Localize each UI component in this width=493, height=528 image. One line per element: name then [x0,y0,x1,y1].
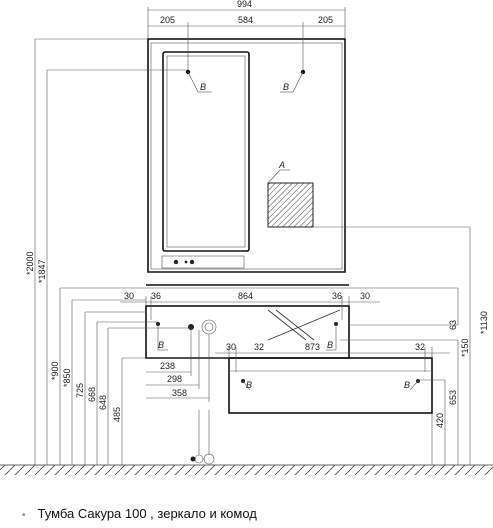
dim-row-30-right: 30 [360,291,370,301]
dim-v-668: 668 [87,387,97,402]
caption-bullet: • [22,510,26,521]
dim-v-485: 485 [112,407,122,422]
dim-top-mid: 584 [238,15,253,25]
dim-row-873: 873 [305,342,320,352]
dim-top-right: 205 [318,15,333,25]
dim-v-1130: *1130 [479,311,489,334]
label-b-3: B [158,340,164,350]
label-b-1: B [200,82,206,92]
drawer-unit [228,357,433,414]
dim-top-left: 205 [160,15,175,25]
dim-v-2000: *2000 [25,251,35,275]
dim-row-30-left: 30 [124,291,134,301]
dim-v-1847: *1847 [37,259,47,283]
horizontal-dim-lines-middle [120,296,450,455]
label-b-4: B [327,340,333,350]
area-a [267,169,314,228]
dim-v-653: 653 [448,390,458,405]
dim-row-32-left: 32 [254,342,264,352]
dim-v-420: 420 [435,413,445,428]
drain [190,453,215,465]
horizontal-dim-lines-top [147,7,346,70]
vertical-dim-lines-left [34,38,229,465]
vertical-dim-lines-right [313,226,471,465]
dim-row-30-low: 30 [226,342,236,352]
dim-row-36-right: 36 [332,291,342,301]
dim-row-36-left: 36 [151,291,161,301]
dim-row-864: 864 [238,291,253,301]
dim-h-238: 238 [160,361,175,371]
dim-v-900: *900 [50,361,60,380]
dim-row-32-right: 32 [415,342,425,352]
dim-h-358: 358 [172,388,187,398]
label-a: A [278,160,285,170]
dim-top-total: 994 [237,0,252,9]
label-b-5: B [246,380,252,390]
leaders [157,71,419,391]
caption: • Тумба Сакура 100 , зеркало и комод [22,506,257,521]
caption-text: Тумба Сакура 100 , зеркало и комод [37,506,257,521]
dim-h-298: 298 [167,374,182,384]
label-b-2: B [283,82,289,92]
dim-v-63: 63 [448,320,458,330]
dim-v-648: 648 [98,395,108,410]
floor [0,464,493,475]
label-b-6: B [404,380,410,390]
dim-v-725: 725 [75,383,85,398]
mirror-cabinet [147,38,346,273]
dim-v-150: *150 [460,338,470,357]
dim-v-850: *850 [62,368,72,387]
